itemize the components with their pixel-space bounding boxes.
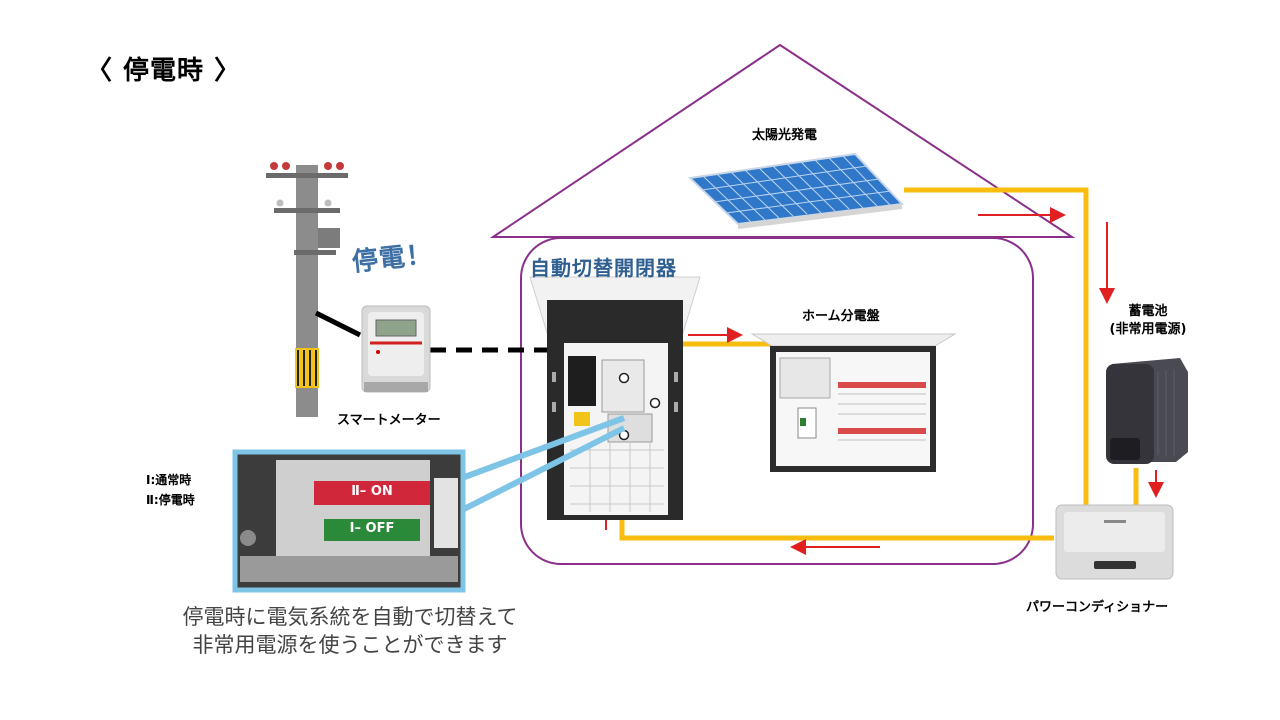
- caption: 停電時に電気系統を自動で切替えて 非常用電源を使うことができます: [130, 603, 570, 659]
- storage-battery: [1106, 358, 1188, 464]
- smart-meter: [361, 305, 431, 393]
- battery-label: 蓄電池 (非常用電源): [1088, 303, 1208, 339]
- smart-meter-label: スマートメーター: [337, 413, 441, 428]
- battery-label-line2: (非常用電源): [1109, 322, 1187, 337]
- legend-outage: Ⅱ:停電時: [146, 493, 195, 507]
- house-outline: [489, 43, 1076, 565]
- home-distribution-panel: [750, 333, 957, 472]
- auto-switch-cabinet: [529, 276, 701, 520]
- switch-closeup: [232, 449, 466, 593]
- battery-label-line1: 蓄電池: [1128, 304, 1168, 319]
- page-title: 〈 停電時 〉: [86, 56, 242, 86]
- solar-panel-icon: [687, 152, 905, 229]
- closeup-pointer: [460, 415, 626, 513]
- caption-line1: 停電時に電気系統を自動で切替えて: [182, 605, 518, 629]
- power-conditioner: [1055, 504, 1174, 580]
- solar-label: 太陽光発電: [752, 128, 818, 143]
- power-conditioner-label: パワーコンディショナー: [1026, 600, 1169, 615]
- closeup-off-label: Ⅰ– OFF: [349, 521, 395, 536]
- switch-legend: Ⅰ:通常時 Ⅱ:停電時: [146, 470, 195, 510]
- closeup-on-label: Ⅱ– ON: [351, 484, 393, 499]
- auto-switch-label: 自動切替開閉器: [530, 256, 677, 280]
- legend-normal: Ⅰ:通常時: [146, 473, 192, 487]
- caption-line2: 非常用電源を使うことができます: [192, 633, 508, 657]
- utility-pole: [266, 162, 348, 417]
- home-panel-label: ホーム分電盤: [802, 309, 880, 324]
